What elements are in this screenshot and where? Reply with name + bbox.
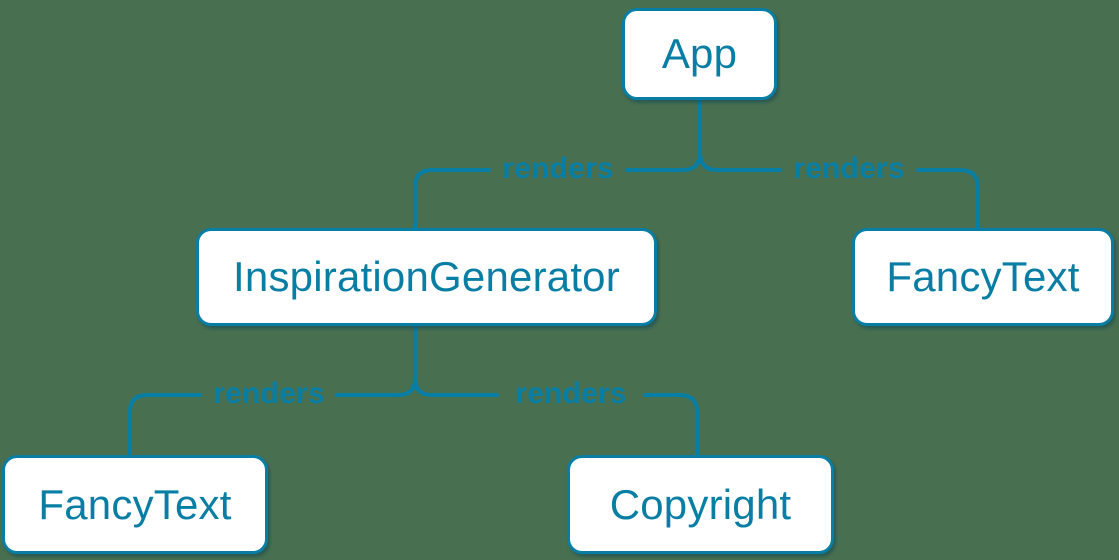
node-fancytext-bottom-label: FancyText xyxy=(38,480,232,528)
edge-inspirationgenerator-to-copyright xyxy=(413,376,699,457)
node-copyright: Copyright xyxy=(567,455,834,554)
node-inspiration-generator-label: InspirationGenerator xyxy=(233,253,620,300)
edge-label-renders-inspirationgenerator-fancytext: renders xyxy=(213,377,325,410)
node-fancytext-bottom: FancyText xyxy=(2,455,268,554)
node-inspiration-generator: InspirationGenerator xyxy=(196,228,657,326)
node-fancytext-right: FancyText xyxy=(852,228,1114,326)
node-fancytext-right-label: FancyText xyxy=(886,253,1080,300)
edge-label-renders-inspirationgenerator-copyright: renders xyxy=(515,377,627,410)
edge-label-renders-app-fancytext: renders xyxy=(793,152,905,185)
edge-app-to-fancytext xyxy=(698,150,980,230)
node-copyright-label: Copyright xyxy=(609,480,792,528)
edge-label-renders-app-inspirationgenerator: renders xyxy=(502,152,614,185)
node-app-label: App xyxy=(661,30,738,77)
node-app: App xyxy=(622,8,777,100)
